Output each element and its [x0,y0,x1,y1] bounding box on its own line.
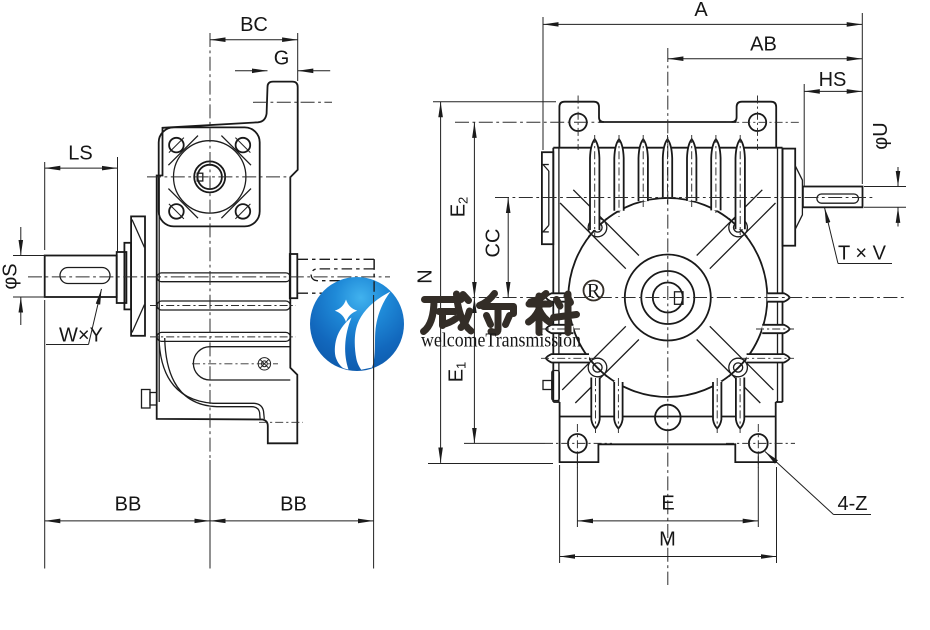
svg-text:φU: φU [870,122,892,149]
svg-text:M: M [659,529,676,551]
svg-text:T × V: T × V [838,243,887,265]
svg-text:BB: BB [115,494,142,516]
svg-text:LS: LS [68,143,92,165]
svg-text:G: G [274,48,290,70]
svg-text:A: A [694,0,708,21]
svg-text:4-Z: 4-Z [838,493,868,515]
svg-text:BC: BC [240,14,268,36]
svg-text:R: R [587,280,601,302]
svg-text:HS: HS [819,69,847,91]
svg-text:E: E [661,493,674,515]
svg-text:welcomeTransmission: welcomeTransmission [421,330,581,352]
svg-text:N: N [414,269,436,283]
svg-text:CC: CC [483,229,505,258]
svg-text:BB: BB [280,494,307,516]
svg-text:AB: AB [750,34,777,56]
svg-text:W×Y: W×Y [59,325,103,347]
svg-text:φS: φS [0,263,22,289]
